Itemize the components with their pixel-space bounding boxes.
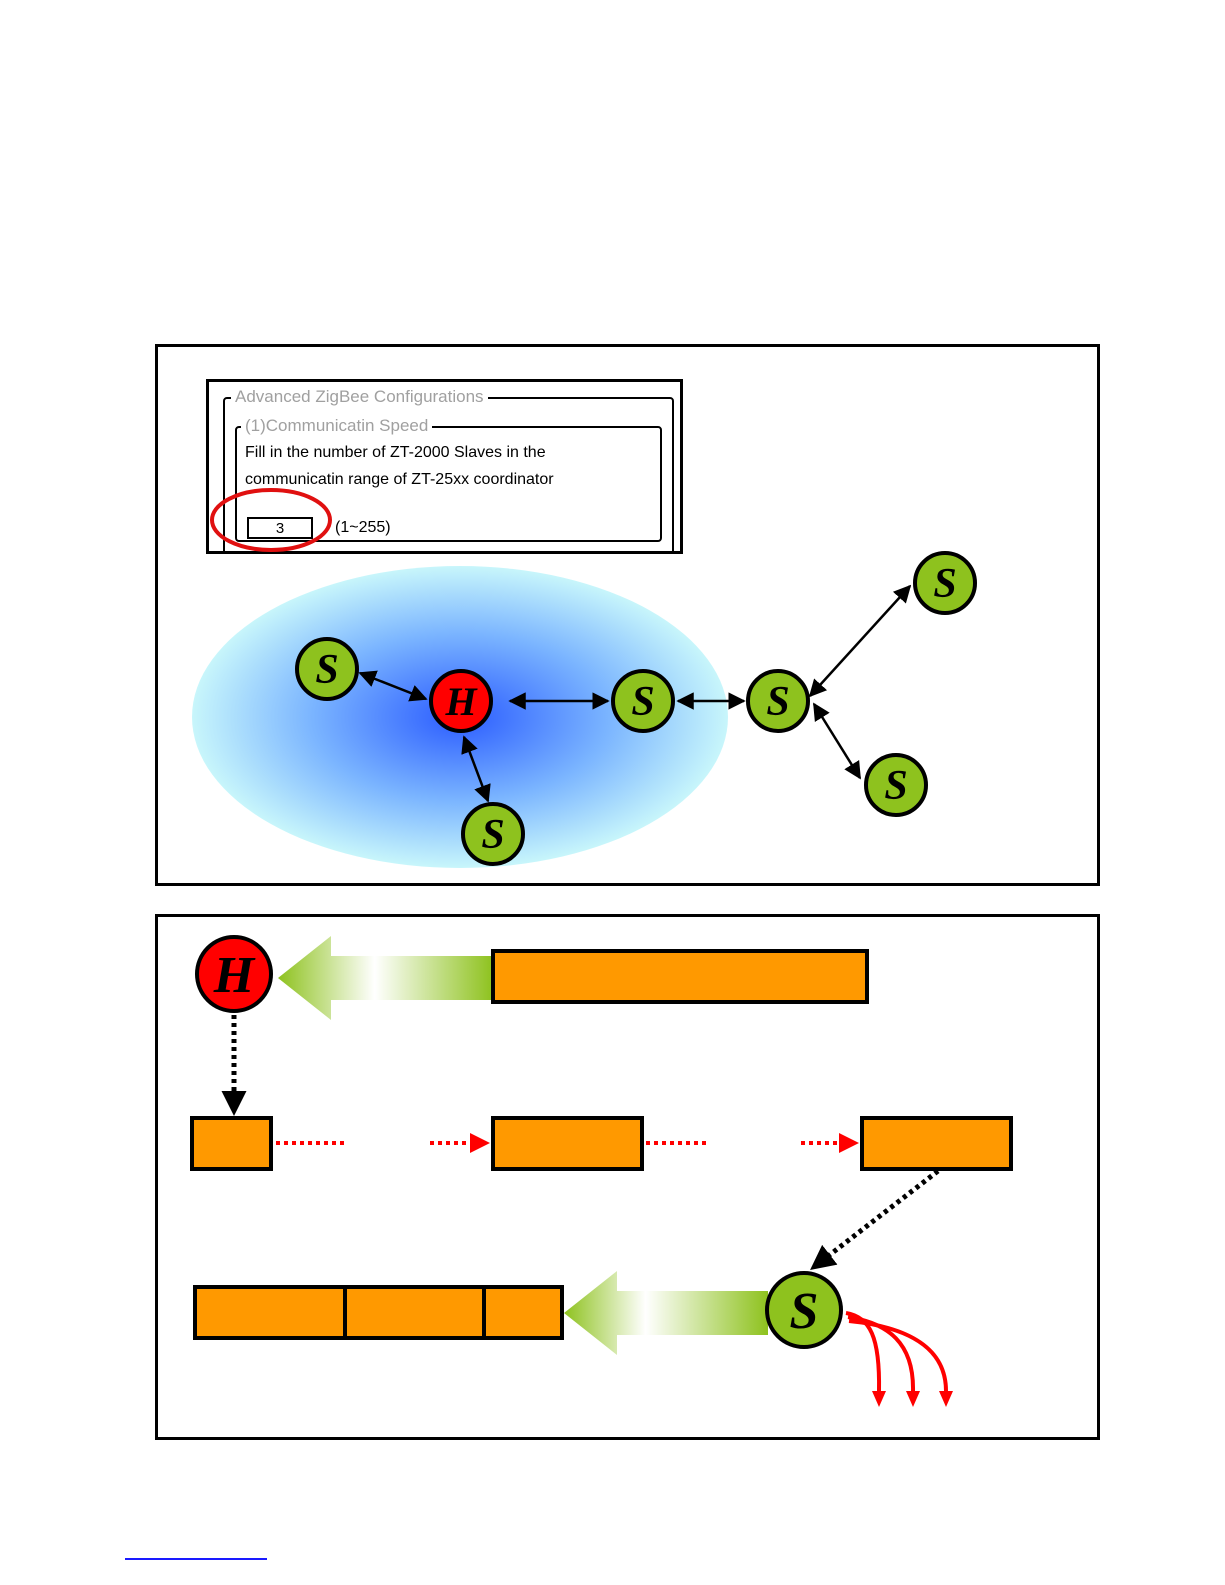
footer-link-rule	[125, 1558, 267, 1560]
group-title: Advanced ZigBee Configurations	[231, 387, 488, 407]
slave-node-b: S	[463, 804, 523, 864]
link-slave-d-slave-f	[814, 704, 860, 778]
slave-node-label: S	[766, 679, 789, 725]
range-hint: (1~255)	[335, 519, 391, 537]
description-line-2: communicatin range of ZT-25xx coordinato…	[245, 471, 554, 489]
split-packet-3	[862, 1118, 1011, 1169]
slave-node-f: S	[866, 755, 926, 815]
slave-node-label: S	[933, 561, 956, 607]
broadcast-arrows	[846, 1313, 946, 1391]
section-title: (1)Communicatin Speed	[241, 416, 432, 436]
data-flow-panel: H S	[155, 914, 1100, 1440]
slave-node-c: S	[613, 671, 673, 731]
speed-section: (1)Communicatin Speed Fill in the number…	[235, 426, 662, 542]
config-screenshot: Advanced ZigBee Configurations (1)Commun…	[206, 379, 683, 554]
host-node: H	[197, 937, 271, 1011]
outgoing-flow-arrow	[564, 1271, 768, 1355]
slave-node-label: S	[790, 1283, 819, 1340]
slave-node-e: S	[915, 553, 975, 613]
slave-node-label: S	[631, 679, 654, 725]
flow-diagram: H S	[158, 917, 1097, 1437]
slave-node-a: S	[297, 639, 357, 699]
slave-node: S	[767, 1273, 841, 1347]
slave-count-input[interactable]	[247, 517, 313, 539]
link-slave-d-slave-e	[810, 586, 910, 696]
response-packet	[195, 1287, 562, 1338]
split-packet-2	[493, 1118, 642, 1169]
incoming-flow-arrow	[278, 936, 493, 1020]
slave-node-label: S	[481, 812, 504, 858]
slave-node-d: S	[748, 671, 808, 731]
packet-to-slave-arrow	[814, 1171, 938, 1267]
host-node-label: H	[444, 679, 478, 724]
slave-node-label: S	[884, 763, 907, 809]
host-node: H	[431, 671, 491, 731]
broadcast-arrowheads	[872, 1391, 953, 1407]
split-packet-1	[192, 1118, 271, 1169]
slave-node-label: S	[315, 647, 338, 693]
host-node-label: H	[213, 947, 256, 1004]
network-topology-panel: S H S S S S S Advanced ZigBee Configura	[155, 344, 1100, 886]
advanced-config-group: Advanced ZigBee Configurations (1)Commun…	[223, 397, 674, 554]
command-packet	[493, 951, 867, 1002]
description-line-1: Fill in the number of ZT-2000 Slaves in …	[245, 444, 546, 462]
